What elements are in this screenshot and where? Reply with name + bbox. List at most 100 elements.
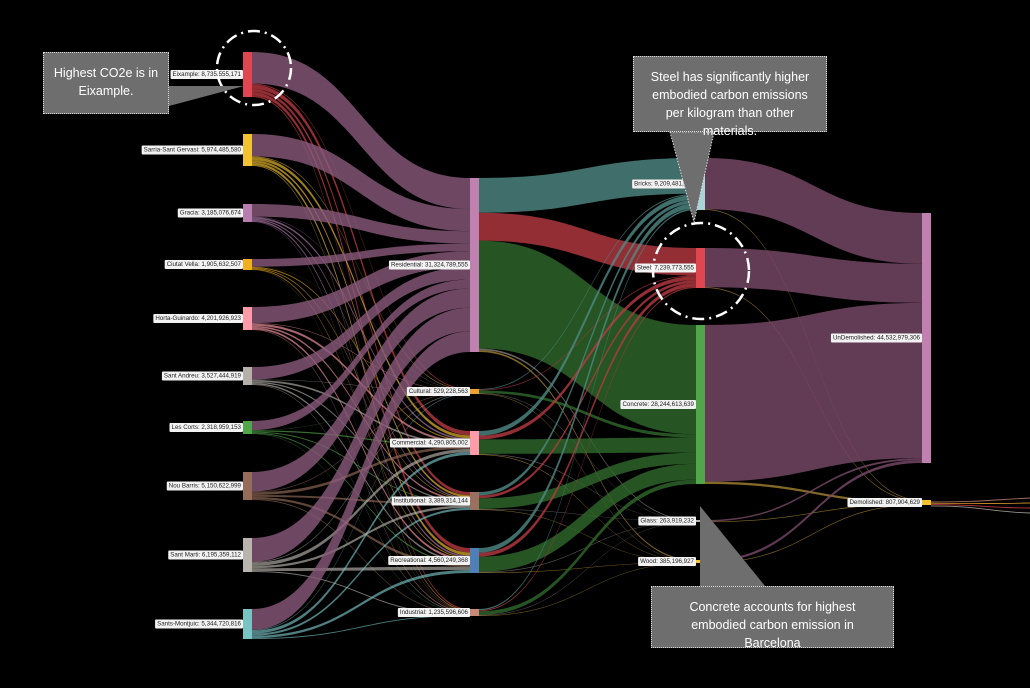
node-label-ciutat: Ciutat Vella: 1,905,632,507 <box>167 261 242 268</box>
flow-link-bricks-to-undemolished <box>705 158 922 264</box>
node-demolished[interactable] <box>922 500 931 505</box>
steel-callout-pointer <box>669 131 715 223</box>
node-label-residential: Residential: 31,324,789,555 <box>391 262 469 269</box>
demolished-outflow-link <box>930 505 1030 514</box>
node-sants[interactable] <box>243 609 252 639</box>
flow-links <box>252 52 1030 639</box>
flow-link-industrial-to-wood <box>479 562 696 616</box>
flow-link-sants-to-recreational <box>252 570 470 639</box>
flow-link-nou-to-recreational <box>252 496 470 567</box>
node-sarria[interactable] <box>243 134 252 166</box>
flow-link-recreational-to-concrete <box>479 463 696 572</box>
node-nou[interactable] <box>243 472 252 500</box>
flow-link-commercial-to-concrete <box>479 437 696 454</box>
demolished-outflow-link <box>930 497 1030 503</box>
flow-link-industrial-to-steel <box>479 286 696 612</box>
node-ciutat[interactable] <box>243 259 252 270</box>
flow-link-concrete-to-undemolished <box>705 302 922 482</box>
node-gracia[interactable] <box>243 204 252 222</box>
node-label-eixample: Eixample: 8,735,555,171 <box>173 71 242 78</box>
flow-link-eixample-to-commercial <box>252 84 470 436</box>
node-concrete[interactable] <box>696 325 705 484</box>
flow-link-cultural-to-bricks <box>479 193 696 390</box>
flow-link-sants-to-cultural <box>252 393 470 631</box>
flow-link-marti-to-recreational <box>252 566 470 571</box>
flow-link-corts-to-recreational <box>252 432 470 564</box>
flow-link-steel-to-undemolished <box>705 248 922 303</box>
node-institutional[interactable] <box>470 492 479 510</box>
flow-link-commercial-to-wood <box>479 454 696 562</box>
node-label-bg-gracia <box>177 208 243 218</box>
flow-link-residential-to-bricks <box>479 158 696 213</box>
flow-link-corts-to-cultural <box>252 391 470 431</box>
flow-link-residential-to-concrete <box>479 240 696 435</box>
highlight-rings <box>215 29 751 321</box>
node-cultural[interactable] <box>470 389 479 394</box>
node-label-bricks: Bricks: 9,209,481,375 <box>634 181 694 188</box>
node-recreational[interactable] <box>470 548 479 573</box>
flow-link-corts-to-institutional <box>252 431 470 504</box>
node-label-undemolished: UnDemolished: 44,532,979,306 <box>833 335 921 342</box>
flow-link-eixample-to-residential <box>252 52 470 210</box>
node-label-bg-cultural <box>406 387 470 396</box>
node-label-sarria: Sarria-Sant Gervasi: 5,974,485,580 <box>144 147 242 154</box>
node-eixample[interactable] <box>243 52 252 97</box>
flow-link-corts-to-residential <box>252 279 470 431</box>
eixample-highlight-ring <box>215 29 293 107</box>
node-label-bg-steel <box>634 263 696 273</box>
concrete-callout-text: Concrete accounts for highest embodied c… <box>689 600 856 651</box>
flow-link-sarria-to-cultural <box>252 156 470 391</box>
flow-link-marti-to-industrial <box>252 570 470 616</box>
node-undemolished[interactable] <box>922 213 931 463</box>
node-residential[interactable] <box>470 178 479 352</box>
flow-link-eixample-to-cultural <box>252 83 470 390</box>
flow-link-residential-to-glass <box>479 348 696 521</box>
node-label-bg-eixample <box>170 70 243 79</box>
flow-link-sarria-to-residential <box>252 134 470 232</box>
flow-link-horta-to-institutional <box>252 325 470 502</box>
steel-callout: Steel has significantly higher embodied … <box>633 56 827 138</box>
flow-link-marti-to-commercial <box>252 448 470 566</box>
flow-link-institutional-to-bricks <box>479 199 696 496</box>
node-label-concrete: Concrete: 28,244,613,639 <box>622 401 694 408</box>
flow-link-nou-to-residential <box>252 288 470 492</box>
flow-link-institutional-to-steel <box>479 280 696 499</box>
flow-link-cultural-to-concrete <box>479 390 696 438</box>
flow-link-sants-to-industrial <box>252 615 470 639</box>
flow-link-sants-to-institutional <box>252 507 470 636</box>
node-label-industrial: Industrial: 1,235,596,606 <box>400 609 469 616</box>
flow-link-andreu-to-commercial <box>252 379 470 445</box>
node-commercial[interactable] <box>470 431 479 455</box>
node-marti[interactable] <box>243 538 252 572</box>
flow-link-residential-to-wood <box>479 350 696 562</box>
node-label-sants: Sants-Montjuic: 5,344,720,816 <box>157 621 241 628</box>
node-corts[interactable] <box>243 421 252 434</box>
flow-link-cultural-to-glass <box>479 393 696 521</box>
eixample-callout-pointer <box>169 86 244 106</box>
node-label-bg-horta <box>153 314 243 323</box>
node-label-bg-residential <box>388 260 470 270</box>
node-industrial[interactable] <box>470 609 479 616</box>
flow-link-ciutat-to-residential <box>252 243 470 267</box>
flow-link-institutional-to-wood <box>479 509 696 563</box>
node-horta[interactable] <box>243 307 252 330</box>
flow-link-glass-to-demolished <box>705 503 922 522</box>
flow-link-commercial-to-steel <box>479 276 696 440</box>
node-label-cultural: Cultural: 529,228,563 <box>409 388 469 395</box>
node-label-bg-marti <box>168 550 243 560</box>
flow-link-corts-to-industrial <box>252 433 470 614</box>
flow-link-institutional-to-concrete <box>479 452 696 509</box>
flow-link-gracia-to-cultural <box>252 216 470 391</box>
node-label-bg-commercial <box>389 438 470 448</box>
node-label-bg-sarria <box>141 145 243 155</box>
flow-link-marti-to-institutional <box>252 505 470 569</box>
flow-link-commercial-to-bricks <box>479 194 696 436</box>
node-andreu[interactable] <box>243 367 252 385</box>
flow-link-sants-to-residential <box>252 331 470 630</box>
node-label-marti: Sant Marti: 6,195,359,112 <box>170 552 241 559</box>
node-label-commercial: Commercial: 4,290,805,002 <box>392 440 469 447</box>
node-steel[interactable] <box>696 248 705 288</box>
node-label-bg-andreu <box>161 371 243 381</box>
